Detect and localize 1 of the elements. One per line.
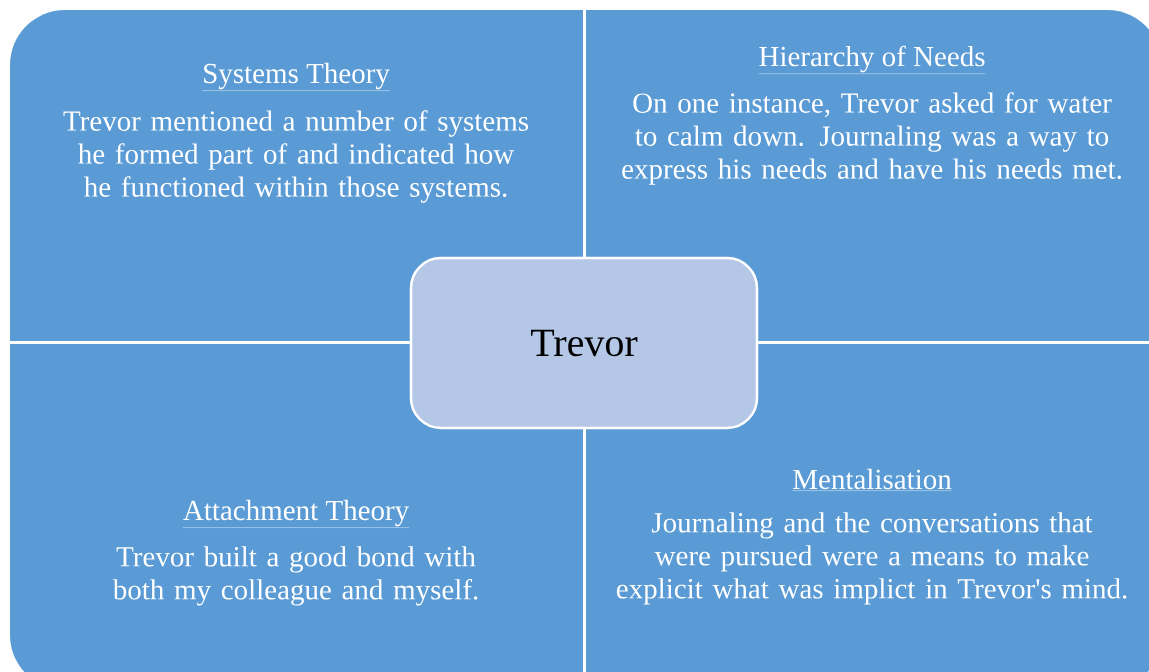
center-box: Trevor bbox=[409, 256, 759, 430]
